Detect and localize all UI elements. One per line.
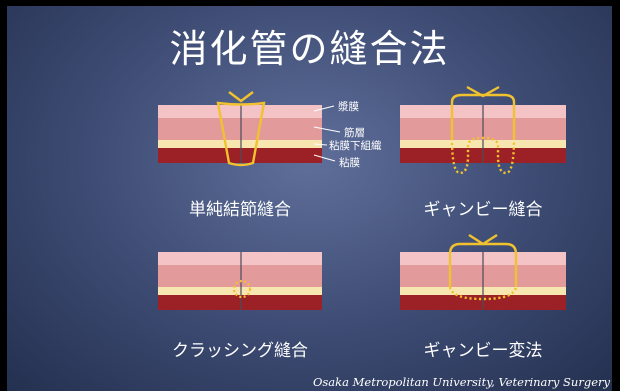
muscle-layer [158, 118, 322, 140]
caption-gambee: ギャンビー縫合 [423, 200, 543, 220]
credit-text: Osaka Metropolitan University, Veterinar… [312, 375, 610, 389]
caption-simple-interrupted: 単純結節縫合 [189, 200, 291, 220]
diagram-simple-interrupted: 漿膜 筋層 粘膜下組織 粘膜 [158, 91, 382, 169]
label-serosa: 漿膜 [338, 100, 359, 113]
label-mucosa: 粘膜 [339, 156, 360, 169]
caption-gambee-modified: ギャンビー変法 [423, 341, 543, 361]
suture-small-loop [232, 279, 252, 299]
suture-inner-dotted [450, 136, 516, 175]
leader-submucosa [313, 143, 328, 146]
diagram-crushing [158, 252, 322, 310]
label-muscle: 筋層 [344, 126, 365, 139]
leader-mucosa [313, 154, 336, 162]
diagram-gambee [400, 85, 566, 175]
serosa-layer [158, 105, 322, 118]
suture-diagrams: 漿膜 筋層 粘膜下組織 粘膜 [158, 85, 566, 310]
suture-knot [468, 233, 498, 246]
suture-loop [216, 101, 266, 167]
slide: 消化管の縫合法 漿膜 筋層 粘膜下組織 粘膜 [7, 6, 612, 391]
suture-knot [466, 85, 500, 98]
leader-muscle [313, 126, 341, 133]
slide-title: 消化管の縫合法 [169, 27, 450, 71]
label-submucosa: 粘膜下組織 [329, 139, 382, 152]
diagram-gambee-modified [400, 233, 566, 310]
submucosa-layer [158, 140, 322, 148]
suture-knot [228, 91, 254, 103]
leader-serosa [313, 105, 335, 112]
caption-crushing: クラッシング縫合 [172, 341, 308, 361]
suture-inner-dotted [448, 286, 518, 301]
mucosa-layer [158, 148, 322, 163]
